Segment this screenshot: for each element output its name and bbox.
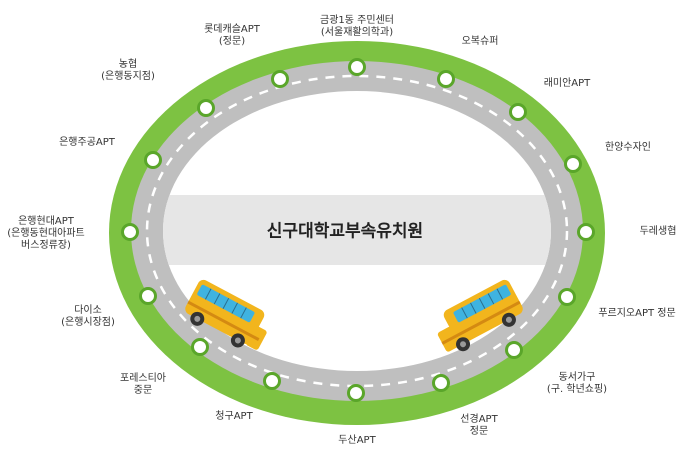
center-band [163, 195, 551, 265]
stop-marker [564, 155, 582, 173]
bus-icon [437, 279, 523, 352]
stop-marker [432, 374, 450, 392]
stop-label: 오복슈퍼 [462, 36, 499, 48]
stop-label-line: (은행시장점) [61, 317, 115, 328]
stop-label-line: 정문 [469, 426, 489, 437]
stop-label-line: 동서가구 [558, 372, 596, 383]
stop-label-line: 두산APT [338, 435, 376, 446]
stop-label-line: 포레스티아 [120, 373, 166, 384]
stop-marker [191, 338, 209, 356]
stop-label: 청구APT [215, 411, 252, 423]
center-title: 신구대학교부속유치원 [266, 221, 424, 242]
stop-label-line: 농협 [118, 59, 138, 70]
stop-label-line: (구. 학년쇼핑) [546, 384, 608, 395]
stop-marker [121, 223, 139, 241]
stop-label-line: 은행주공APT [59, 137, 115, 148]
stop-marker [558, 288, 576, 306]
road-centerline [145, 74, 569, 388]
stop-label: 은행주공APT [59, 137, 115, 149]
stop-label-line: 중문 [133, 385, 153, 396]
stop-label: 다이소(은행시장점) [61, 305, 115, 329]
bus-icon [185, 279, 267, 350]
stop-label-line: 롯데캐슬APT [204, 24, 260, 35]
stop-label: 두산APT [338, 435, 375, 447]
stop-label: 롯데캐슬APT(정문) [204, 24, 260, 48]
stop-marker [437, 70, 455, 88]
stop-label-line: 두레생협 [639, 226, 677, 237]
stop-label-line: (정문) [218, 36, 246, 47]
stop-marker [263, 372, 281, 390]
stop-label: 농협(은행동지점) [101, 59, 155, 83]
stop-marker [509, 103, 527, 121]
stop-label: 금광1동 주민센터(서울재활의학과) [320, 15, 394, 39]
stop-label-line: 선경APT [460, 414, 498, 425]
stop-label-line: 은행현대APT [18, 216, 74, 227]
stop-marker [347, 384, 365, 402]
stop-label-line: 래미안APT [543, 78, 591, 89]
stop-marker [197, 99, 215, 117]
stop-label-line: 금광1동 주민센터 [320, 15, 394, 26]
stop-label: 두레생협 [640, 226, 677, 238]
stop-label-line: 청구APT [215, 411, 253, 422]
stop-marker [505, 341, 523, 359]
stop-label-line: 오복슈퍼 [461, 36, 499, 47]
stop-label-line: 다이소 [74, 305, 102, 316]
stop-label: 푸르지오APT 정문 [598, 308, 675, 320]
stop-marker [144, 151, 162, 169]
stop-label-line: (서울재활의학과) [320, 27, 394, 38]
stop-label-line: 한양수자인 [605, 142, 651, 153]
stop-label-line: 버스정류장) [21, 240, 71, 251]
stop-marker [271, 70, 289, 88]
stop-label-line: (은행동현대아파트 [7, 228, 85, 239]
stop-marker [139, 287, 157, 305]
stop-label: 동서가구(구. 학년쇼핑) [547, 372, 607, 396]
stop-label: 한양수자인 [605, 142, 651, 154]
stop-marker [348, 58, 366, 76]
stop-label-line: (은행동지점) [101, 71, 155, 82]
stop-marker [577, 223, 595, 241]
stop-label: 래미안APT [544, 78, 591, 90]
stop-label-line: 푸르지오APT 정문 [598, 308, 676, 319]
